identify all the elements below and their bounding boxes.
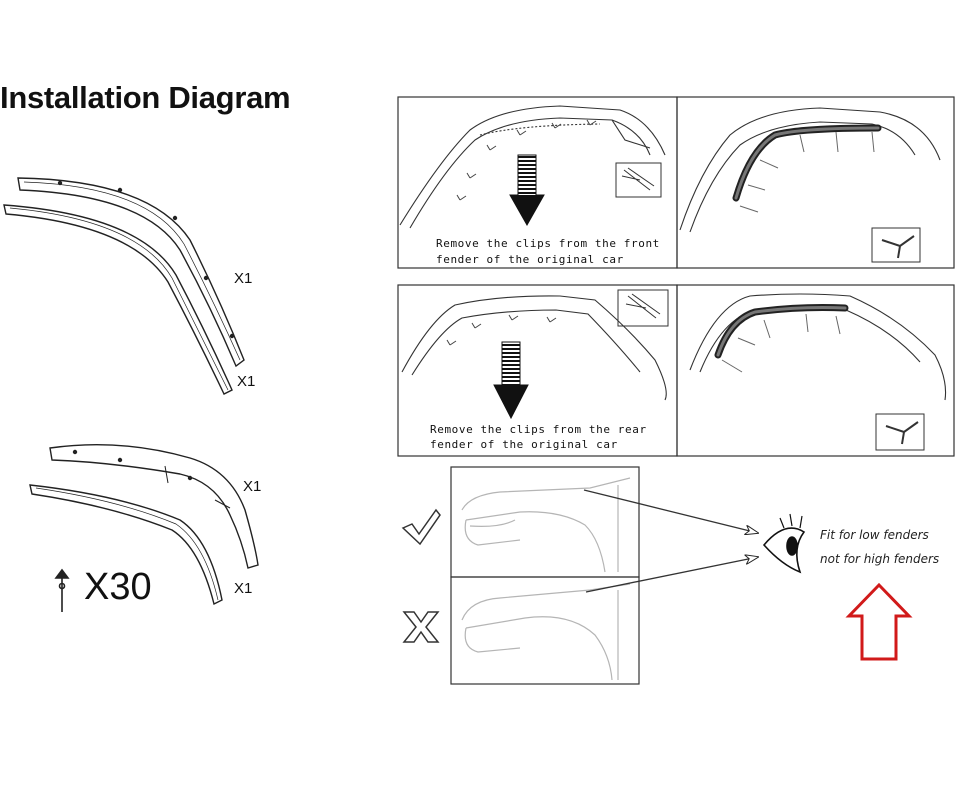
rear-caption-line2: fender of the original car bbox=[430, 438, 618, 451]
high-fender-panel-frame bbox=[450, 576, 640, 685]
front-install-clip-markers bbox=[739, 131, 875, 213]
front-trim-quantity: X1 bbox=[237, 373, 256, 390]
front-flare-quantity: X1 bbox=[234, 270, 253, 287]
rear-removal-arrow bbox=[493, 341, 529, 420]
cross-mark-icon bbox=[402, 611, 440, 643]
front-caption-line1: Remove the clips from the front bbox=[436, 237, 660, 250]
front-install-panel-frame bbox=[676, 96, 955, 269]
clip-quantity: X30 bbox=[84, 566, 152, 608]
low-fender-panel-frame bbox=[450, 466, 640, 578]
rear-removal-fender-drawing bbox=[401, 295, 667, 401]
red-up-arrow-icon bbox=[845, 582, 913, 661]
rear-pliers-icon bbox=[617, 289, 669, 327]
page-title: Installation Diagram bbox=[0, 80, 291, 115]
fitment-note-line1: Fit for low fenders bbox=[820, 528, 929, 542]
front-caption-line2: fender of the original car bbox=[436, 253, 624, 266]
front-fender-flare-part bbox=[17, 177, 245, 368]
high-fender-sight-arrow bbox=[585, 557, 758, 593]
rear-fender-flare-part bbox=[49, 443, 259, 569]
high-fender-drawing bbox=[461, 583, 631, 681]
rear-clip-tool-icon bbox=[875, 413, 925, 451]
front-removal-clip-markers bbox=[456, 119, 597, 201]
rear-trim-installed bbox=[714, 304, 849, 359]
front-fender-trim-part bbox=[3, 204, 233, 395]
fitment-note-line2: not for high fenders bbox=[820, 552, 940, 566]
rear-install-panel-frame bbox=[676, 284, 955, 457]
low-fender-sight-arrow bbox=[583, 489, 758, 533]
clip-fastener-icon bbox=[54, 568, 70, 612]
rear-removal-clip-markers bbox=[446, 314, 557, 346]
front-pliers-icon bbox=[615, 162, 662, 198]
front-install-fender-drawing bbox=[679, 107, 941, 233]
check-mark-icon bbox=[401, 508, 441, 546]
front-removal-fender-drawing bbox=[399, 105, 666, 229]
rear-fender-trim-part bbox=[29, 484, 223, 606]
rear-trim-quantity: X1 bbox=[234, 580, 253, 597]
front-clip-tool-icon bbox=[871, 227, 921, 263]
eye-icon bbox=[762, 513, 806, 574]
front-removal-arrow bbox=[509, 154, 545, 227]
low-fender-drawing bbox=[461, 477, 631, 573]
rear-caption-line1: Remove the clips from the rear bbox=[430, 423, 647, 436]
rear-flare-quantity: X1 bbox=[243, 478, 262, 495]
rear-install-clip-markers bbox=[721, 313, 841, 373]
